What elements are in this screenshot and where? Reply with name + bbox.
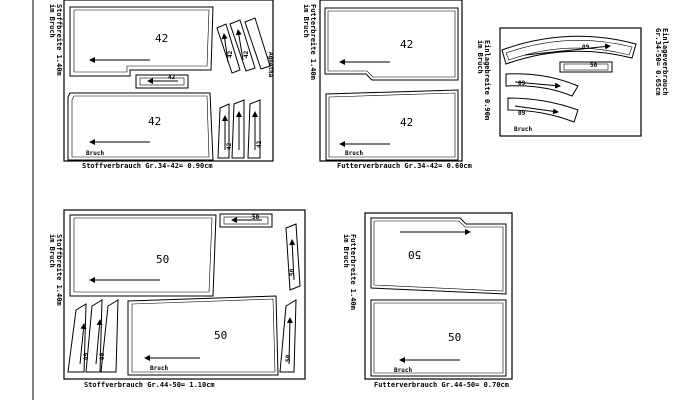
panel3-piece-label-3: 09	[518, 80, 526, 87]
panel3-fold-label: Bruch	[514, 126, 533, 133]
panel5-fold-label: Bruch	[394, 367, 413, 374]
panel1-small-piece-label: 42	[168, 74, 176, 81]
panel4-strip-label: 50	[289, 268, 296, 276]
panel2-frame	[319, 0, 463, 162]
panel5-caption: Futterverbrauch Gr.44-50= 0.70cm	[374, 381, 509, 389]
panel4-number-upper: 50	[156, 253, 170, 266]
panel4-fold-label: Bruch	[150, 365, 169, 372]
panel1-lower-strip-label-1: 42	[226, 142, 233, 150]
panel5-number-upper-text: 50	[408, 248, 422, 261]
panel5-number-upper: 50	[408, 248, 422, 261]
panel3-piece-label-1: 09	[582, 44, 590, 51]
panel1-strip-label-1: 42	[227, 50, 234, 58]
panel4-frame	[63, 209, 306, 380]
panel2-number-lower: 42	[400, 116, 414, 129]
panel3-frame	[499, 27, 642, 137]
panel4-small-piece-label: 50	[252, 214, 260, 221]
panel1-lower-strip-label-2: 42	[256, 140, 263, 148]
panel1-number-lower: 42	[148, 115, 162, 128]
panel1-fold-label: Bruch	[86, 150, 105, 157]
panel5-number-lower: 50	[448, 331, 462, 344]
panel3-piece-label-2: 50	[590, 62, 598, 69]
panel1-number-upper: 42	[155, 32, 169, 45]
panel2-fold-label: Bruch	[345, 150, 364, 157]
panel2-number-upper: 42	[400, 38, 414, 51]
panel4-caption: Stoffverbrauch Gr.44-50= 1.10cm	[84, 381, 215, 389]
panel5-frame	[364, 212, 513, 380]
panel2-caption: Futterverbrauch Gr.34-42= 0.60cm	[337, 162, 472, 170]
panel1-strip-label-2: 42	[243, 50, 250, 58]
panel4-number-lower: 50	[214, 329, 228, 342]
panel3-piece-label-4: 09	[518, 110, 526, 117]
panel1-frame	[63, 0, 274, 162]
panel1-caption: Stoffverbrauch Gr.34-42= 0.90cm	[82, 162, 213, 170]
panel4-lower-strip-label-3: 50	[285, 354, 292, 362]
panel4-lower-strip-label-2: 09	[99, 352, 106, 360]
panel1-side-piece-label: Agnetha	[267, 52, 274, 78]
panel4-lower-strip-label-1: 09	[83, 352, 90, 360]
